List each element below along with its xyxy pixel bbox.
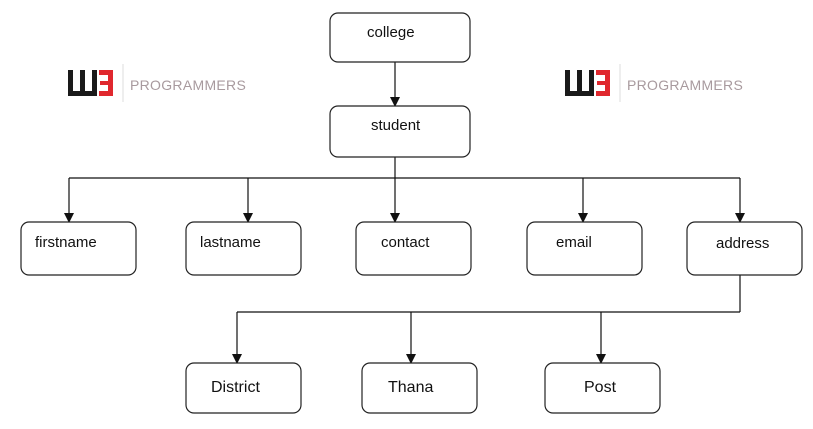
watermark-text: PROGRAMMERS [627, 77, 743, 93]
node-label: email [556, 234, 592, 251]
logo-w-mark [565, 70, 594, 96]
node-label: student [371, 117, 421, 134]
node-district: District [185, 362, 302, 414]
node-label: address [716, 235, 769, 252]
node-lastname: lastname [185, 221, 302, 276]
logo-e-mark [596, 70, 610, 96]
watermark-logo-left: PROGRAMMERS [68, 64, 246, 102]
node-contact: contact [355, 221, 472, 276]
node-label: Post [584, 379, 617, 396]
node-post: Post [544, 362, 661, 414]
node-firstname: firstname [20, 221, 137, 276]
watermark-logo-right: PROGRAMMERS [565, 64, 743, 102]
logo-e-mark [99, 70, 113, 96]
node-college: college [329, 12, 471, 63]
node-label: college [367, 24, 415, 41]
node-student: student [329, 105, 471, 158]
logo-w-mark [68, 70, 97, 96]
node-label: Thana [388, 379, 433, 396]
node-label: District [211, 379, 260, 396]
connectors [64, 62, 745, 364]
node-label: firstname [35, 234, 97, 251]
node-email: email [526, 221, 643, 276]
node-label: lastname [200, 234, 261, 251]
node-thana: Thana [361, 362, 478, 414]
node-address: address [686, 221, 803, 276]
watermark-text: PROGRAMMERS [130, 77, 246, 93]
node-label: contact [381, 234, 430, 251]
